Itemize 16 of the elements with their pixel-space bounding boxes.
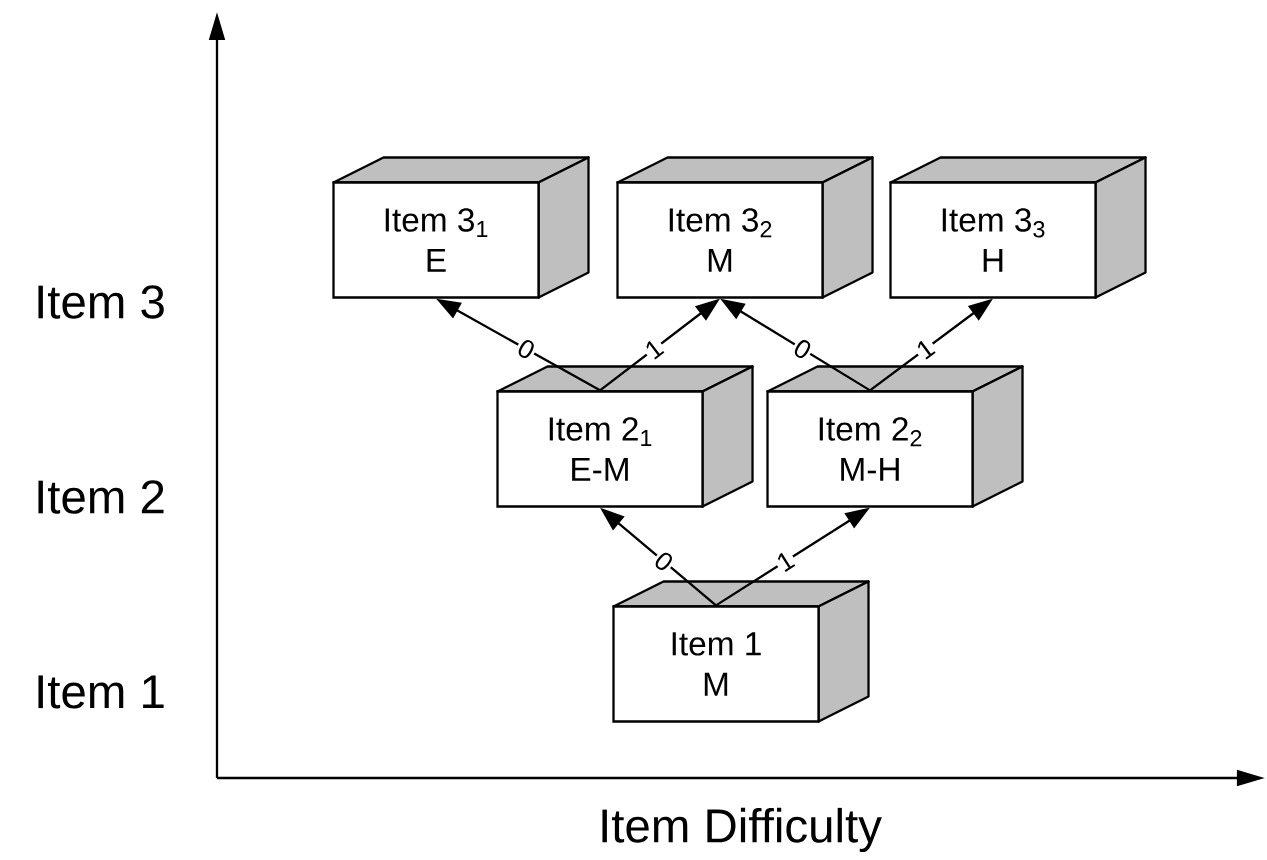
cube-box: Item 3$_{2}$ M xyxy=(616,156,874,299)
edge-label: 1 xyxy=(917,340,936,360)
axis-title: Item Difficulty xyxy=(602,807,882,853)
edge-label: 0 xyxy=(655,552,672,570)
cube-box: Item 2$_{2}$ M-H xyxy=(766,365,1024,508)
cube-box: Item 3$_{3}$ H xyxy=(889,156,1147,299)
cube-box: Item 1 M xyxy=(612,580,870,723)
edge-label: 0 xyxy=(518,340,534,358)
axis-label: Item 1 xyxy=(38,675,164,709)
axis-label: Item 2 xyxy=(38,480,164,514)
cube-box: Item 2$_{1}$ E-M xyxy=(496,365,754,508)
edge-label: 1 xyxy=(778,552,796,572)
edge-label: 1 xyxy=(646,340,665,360)
cube-box: Item 3$_{1}$ E xyxy=(332,156,590,299)
axis-label: Item 3 xyxy=(38,285,164,319)
edge-label: 0 xyxy=(794,340,811,358)
